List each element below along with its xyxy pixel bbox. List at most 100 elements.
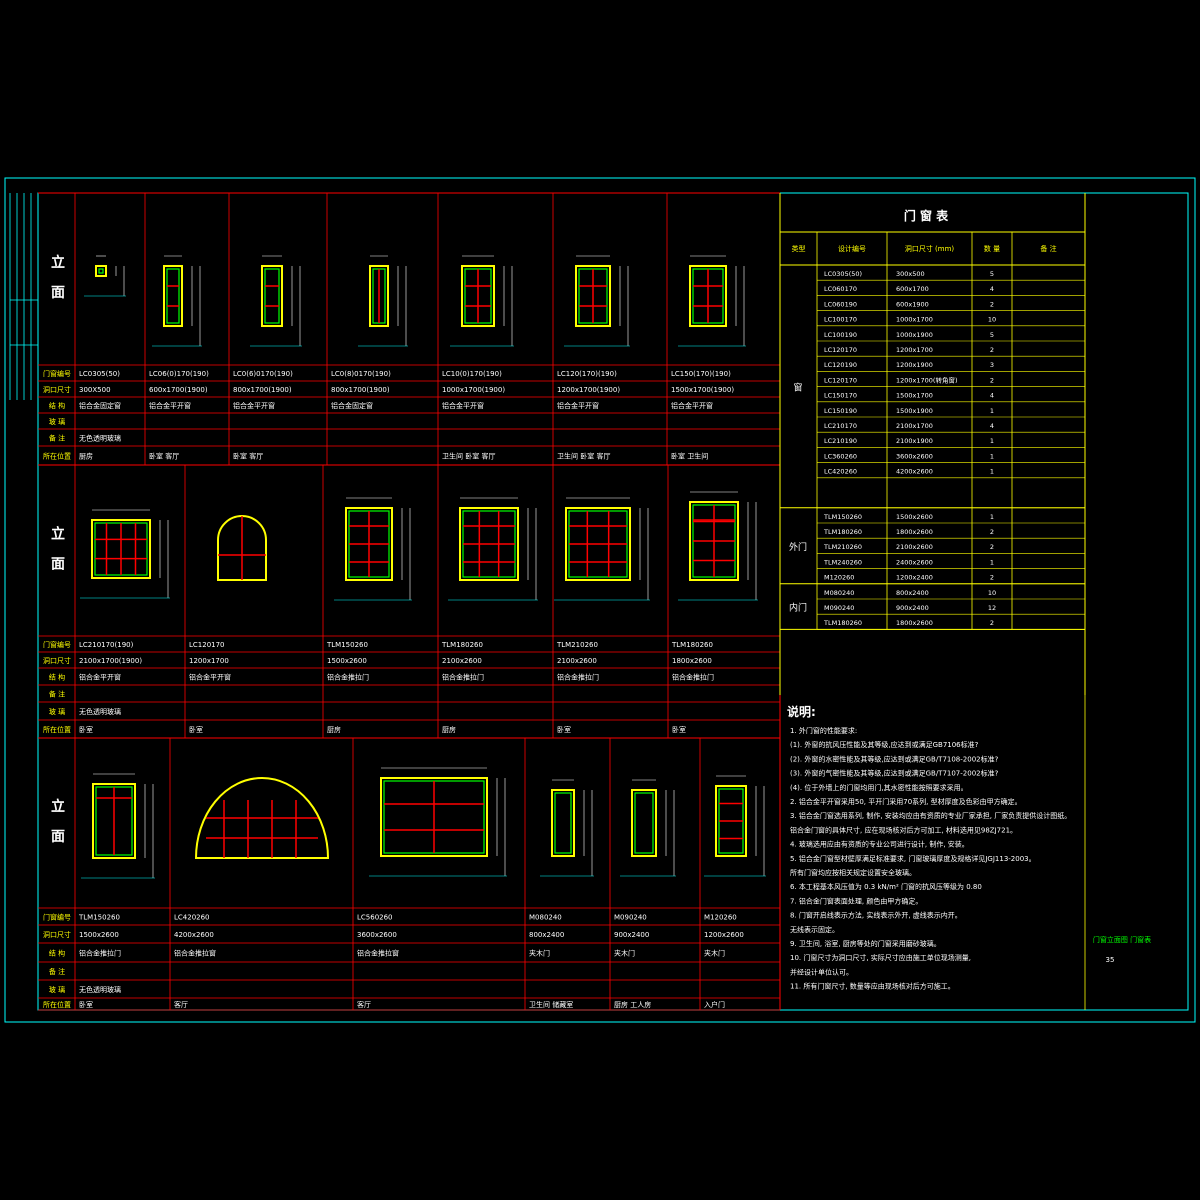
- schedule-size: 1200x1900: [896, 361, 933, 369]
- schedule-qty: 1: [990, 437, 994, 445]
- window-elevation: [152, 255, 202, 347]
- cell-text: 无色透明玻璃: [79, 985, 121, 994]
- schedule-code: LC420260: [824, 468, 857, 476]
- window-frame: [631, 789, 657, 857]
- row-label: 门窗编号: [43, 369, 71, 378]
- cell-text: 铝合金固定窗: [79, 401, 121, 410]
- cell-text: LC560260: [357, 914, 393, 922]
- cell-text: 铝合金推拉窗: [357, 949, 399, 958]
- sheet-number: 35: [1106, 956, 1115, 964]
- schedule-code: LC150170: [824, 392, 857, 400]
- schedule-code: LC120170: [824, 376, 857, 384]
- row-label: 备 注: [49, 967, 65, 976]
- schedule-size: 1800x2600: [896, 528, 933, 536]
- cell-text: 2100x1700(1900): [79, 657, 142, 665]
- cell-text: 卫生间 卧室 客厅: [557, 452, 610, 461]
- cell-text: 卧室: [79, 1000, 93, 1009]
- window-frame: [461, 265, 495, 327]
- window-sash: [98, 268, 104, 274]
- note-line: 1. 外门窗的性能要求:: [790, 726, 857, 735]
- cell-text: 夹木门: [614, 949, 635, 958]
- window-frame: [551, 789, 575, 857]
- design-notes: 说明:1. 外门窗的性能要求: (1). 外窗的抗风压性能及其等级,应达到或满足…: [787, 704, 1071, 991]
- window-frame: [92, 783, 136, 859]
- window-elevation: [250, 255, 302, 347]
- row-label: 门窗编号: [43, 913, 71, 922]
- window-elevation: [450, 255, 514, 347]
- note-line: 11. 所有门窗尺寸, 数量等应由现场核对后方可施工。: [790, 982, 955, 991]
- schedule-size: 800x2400: [896, 589, 929, 597]
- note-line: (4). 位于外墙上的门窗均用门,其水密性能按照要求采用。: [790, 783, 968, 792]
- cell-text: 800x2400: [529, 931, 564, 939]
- window-frame: [345, 507, 393, 581]
- schedule-code: LC100190: [824, 331, 857, 339]
- cell-text: LC0(8)0170(190): [331, 370, 391, 378]
- window-elevation: [678, 255, 746, 347]
- arch-frame: [217, 515, 267, 581]
- section-label: 面: [51, 285, 65, 301]
- schedule-code: LC210190: [824, 437, 857, 445]
- note-line: (1). 外窗的抗风压性能及其等级,应达到或满足GB7106标准?: [790, 740, 979, 749]
- window-elevation: [448, 497, 538, 601]
- schedule-code: LC360260: [824, 452, 857, 460]
- schedule-qty: 2: [990, 376, 994, 384]
- cell-text: M120260: [704, 914, 737, 922]
- cell-text: 铝合金平开窗: [79, 673, 121, 682]
- schedule-size: 600x1900: [896, 300, 929, 308]
- schedule-qty: 10: [988, 316, 996, 324]
- row-label: 玻 璃: [49, 707, 65, 716]
- schedule-size: 2400x2600: [896, 558, 933, 566]
- row-label: 结 构: [49, 673, 65, 682]
- cell-text: LC420260: [174, 914, 210, 922]
- window-elevation: [554, 497, 650, 601]
- schedule-code: TLM240260: [823, 558, 862, 566]
- schedule-code: TLM180260: [823, 619, 862, 627]
- schedule-qty: 2: [990, 528, 994, 536]
- schedule-size: 3600x2600: [896, 452, 933, 460]
- schedule-code: LC060170: [824, 285, 857, 293]
- window-frame: [689, 265, 727, 327]
- elevation-drawings: [80, 255, 766, 879]
- note-line: 10. 门窗尺寸为洞口尺寸, 实际尺寸应由施工单位现场测量,: [790, 953, 971, 962]
- schedule-code: LC120190: [824, 361, 857, 369]
- drawing-grid: [38, 192, 781, 1011]
- schedule-size: 900x2400: [896, 604, 929, 612]
- cell-text: LC10(0)170(190): [442, 370, 502, 378]
- schedule-code: M120260: [824, 574, 854, 582]
- cell-text: 卫生间 储藏室: [529, 1000, 573, 1009]
- cell-text: 卧室 客厅: [233, 452, 263, 461]
- window-frame: [715, 785, 747, 857]
- cell-text: 卧室: [79, 725, 93, 734]
- cell-text: 铝合金推拉门: [79, 949, 121, 958]
- cell-text: 300X500: [79, 386, 111, 394]
- schedule-size: 1000x1900: [896, 331, 933, 339]
- schedule-size: 1800x2600: [896, 619, 933, 627]
- window-sash: [166, 268, 180, 324]
- cell-text: 入户门: [704, 1000, 725, 1009]
- cell-text: 铝合金推拉门: [557, 673, 599, 682]
- schedule-code: TLM150260: [823, 513, 862, 521]
- schedule-size: 1200x1700(转角窗): [896, 375, 958, 384]
- cell-text: 铝合金推拉门: [672, 673, 714, 682]
- schedule-size: 1500x1700: [896, 392, 933, 400]
- schedule-qty: 4: [990, 422, 994, 430]
- window-sash: [554, 792, 572, 854]
- note-line: 8. 门窗开启线表示方法, 实线表示外开, 虚线表示内开。: [790, 911, 962, 920]
- schedule-qty: 4: [990, 392, 994, 400]
- inner-border: [37, 192, 1189, 1011]
- cell-text: LC06(0)170(190): [149, 370, 209, 378]
- note-line: (2). 外窗的水密性能及其等级,应达到或满足GB/T7108-2002标准?: [790, 754, 999, 763]
- window-elevation: [678, 491, 758, 601]
- schedule-qty: 12: [988, 604, 996, 612]
- cell-text: 卧室 卫生间: [671, 452, 708, 461]
- schedule-code: M090240: [824, 604, 854, 612]
- cell-text: 厨房: [442, 725, 456, 734]
- schedule-size: 4200x2600: [896, 468, 933, 476]
- cell-text: 1500x2600: [79, 931, 119, 939]
- window-elevation: [358, 255, 408, 347]
- schedule-code: TLM210260: [823, 543, 862, 551]
- schedule-qty: 3: [990, 361, 994, 369]
- row-label: 玻 璃: [49, 985, 65, 994]
- cell-text: 铝合金平开窗: [671, 401, 713, 410]
